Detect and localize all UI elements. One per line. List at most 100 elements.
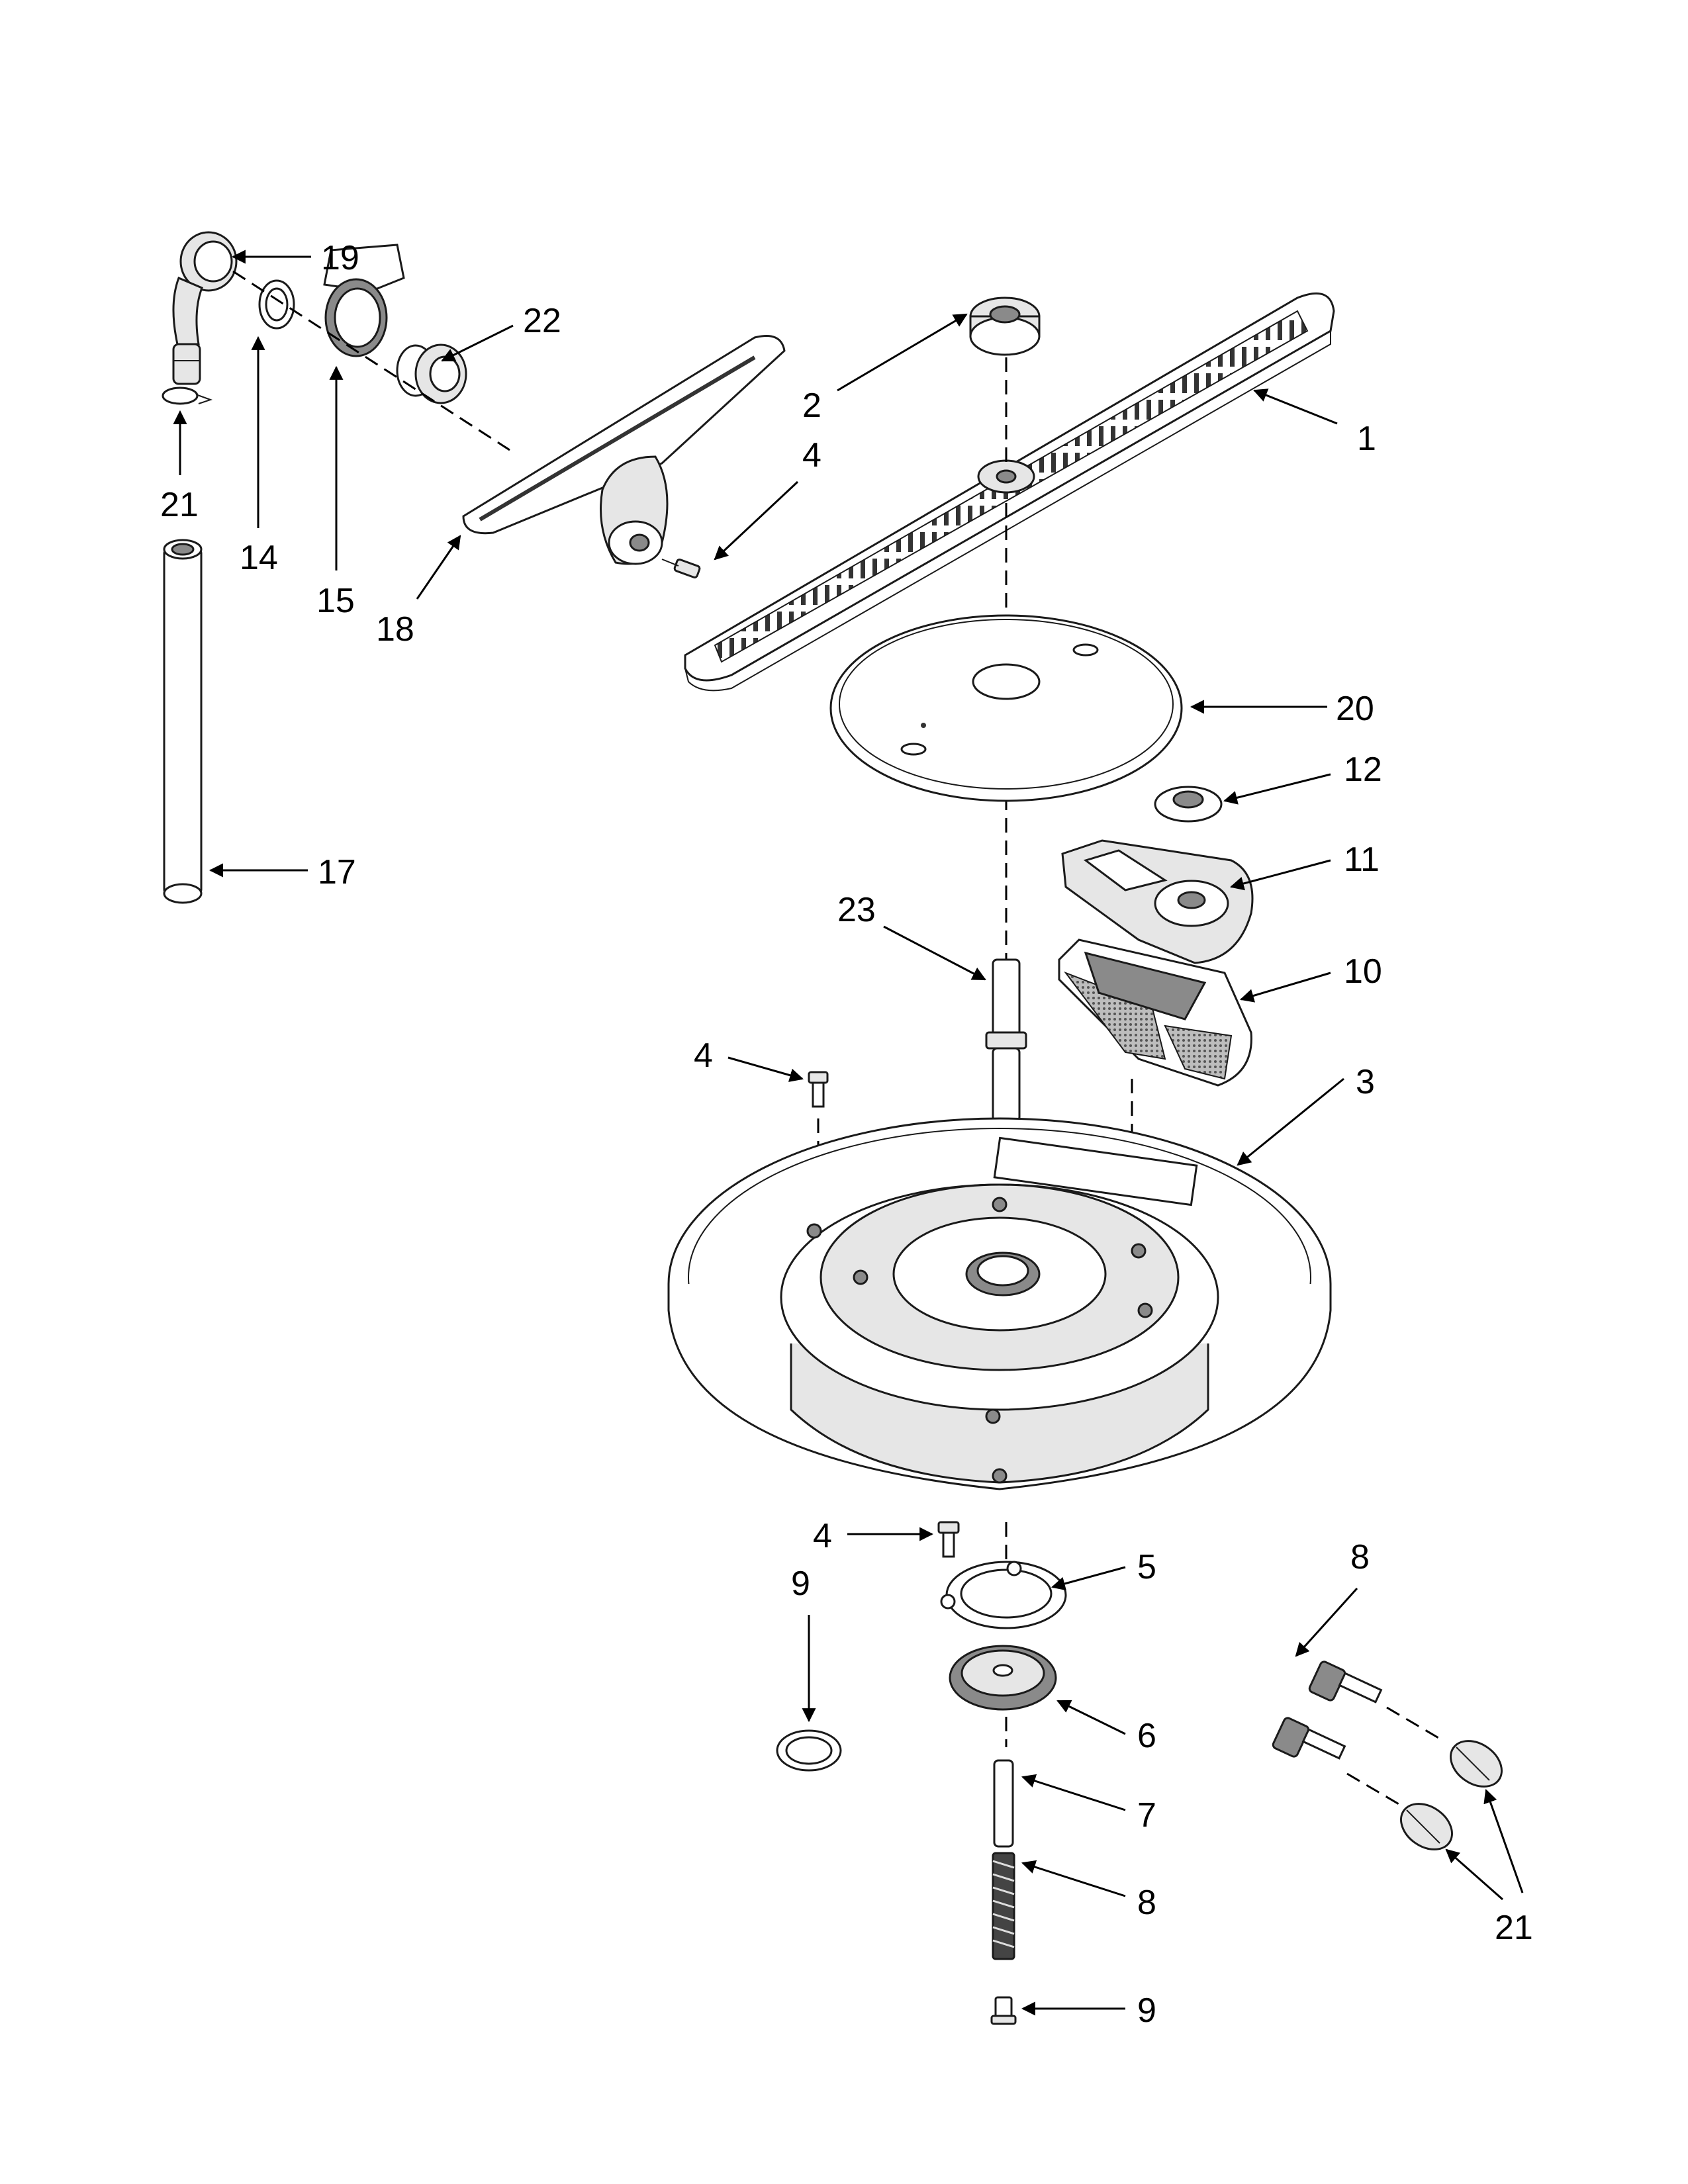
part-12-filter-basket xyxy=(1058,938,1252,1087)
svg-text:5: 5 xyxy=(1137,1548,1156,1586)
svg-text:15: 15 xyxy=(316,582,355,620)
svg-text:2: 2 xyxy=(802,387,821,425)
part-10-heating-element xyxy=(1142,1595,1383,1760)
callout-5: 5 xyxy=(1137,1548,1156,1586)
callout-15: 19 xyxy=(321,239,359,277)
assembly-axis-upper-left xyxy=(232,270,510,451)
part-22-disc xyxy=(829,614,1183,802)
svg-text:12: 12 xyxy=(1344,751,1382,789)
svg-text:14: 14 xyxy=(240,539,278,577)
callout-19: 17 xyxy=(318,853,356,891)
part-4-screw-lower xyxy=(937,1521,960,1558)
svg-text:4: 4 xyxy=(694,1036,713,1075)
callout-14: 12 xyxy=(1344,751,1382,789)
part-8-spring xyxy=(992,1852,1015,1960)
part-21-terminal-nut-upper xyxy=(1450,1740,1503,1788)
svg-text:21: 21 xyxy=(160,486,199,524)
callout-1: 1 xyxy=(1357,420,1376,458)
part-13-filter-cover xyxy=(1061,839,1254,964)
leader-18 xyxy=(441,324,514,362)
part-6-diaphragm xyxy=(949,1645,1057,1711)
callout-3: 3 xyxy=(1356,1063,1375,1101)
callout-12: 10 xyxy=(1344,952,1382,991)
part-18-hub xyxy=(396,343,467,404)
part-20-middle-spray-arm xyxy=(462,335,786,565)
part-11-o-ring xyxy=(776,1729,842,1772)
svg-text:9: 9 xyxy=(791,1565,810,1603)
callout-20: 18 xyxy=(376,610,414,649)
svg-text:20: 20 xyxy=(1336,690,1374,728)
callout-23: 21 xyxy=(160,486,199,524)
part-21-terminal-nut-lower xyxy=(1400,1803,1453,1850)
part-9-screw xyxy=(990,1996,1017,2025)
callout-16: 14 xyxy=(240,539,278,577)
part-4-screw-upper xyxy=(661,559,701,578)
svg-text:8: 8 xyxy=(1350,1538,1370,1576)
callout-4-middle: 4 xyxy=(694,1036,713,1075)
leader-3 xyxy=(1237,1077,1344,1166)
part-5-gasket-plate xyxy=(940,1561,1067,1629)
callout-10: 8 xyxy=(1350,1538,1370,1576)
leader-8 xyxy=(1021,1860,1126,1897)
callout-21: 21 xyxy=(1495,1909,1533,1947)
callout-22: 20 xyxy=(1336,690,1374,728)
part-1-lower-spray-arm xyxy=(684,292,1335,692)
part-24-central-tube xyxy=(985,958,1027,1122)
leader-4-upper xyxy=(714,480,799,561)
svg-text:10: 10 xyxy=(1344,952,1382,991)
part-15-elbow-connector xyxy=(172,231,238,385)
svg-text:4: 4 xyxy=(802,436,821,475)
callout-24: 23 xyxy=(837,891,876,929)
callout-2: 2 xyxy=(802,387,821,425)
leader-14 xyxy=(1223,773,1331,805)
svg-text:22: 22 xyxy=(523,302,561,340)
leader-21b xyxy=(1445,1848,1503,1901)
svg-text:23: 23 xyxy=(837,891,876,929)
part-16-o-ring xyxy=(258,279,295,330)
svg-text:1: 1 xyxy=(1357,420,1376,458)
callout-4-upper: 4 xyxy=(802,436,821,475)
svg-text:3: 3 xyxy=(1356,1063,1375,1101)
svg-text:8: 8 xyxy=(1137,1884,1156,1922)
svg-text:17: 17 xyxy=(318,853,356,891)
callout-13: 11 xyxy=(1344,841,1380,879)
leader-10 xyxy=(1295,1587,1358,1657)
svg-text:11: 11 xyxy=(1344,841,1380,879)
svg-text:9: 9 xyxy=(1137,1991,1156,2030)
leader-1 xyxy=(1253,388,1338,425)
part-3-sump-plate xyxy=(667,1117,1332,1490)
leader-24 xyxy=(883,925,986,981)
leader-12 xyxy=(1239,972,1331,1003)
assembly-axis-element-lower xyxy=(1346,1772,1404,1808)
leader-20 xyxy=(416,535,461,600)
leader-21a xyxy=(1483,1789,1524,1893)
callout-9: 9 xyxy=(1137,1991,1156,2030)
assembly-axis-element-upper xyxy=(1386,1706,1444,1742)
svg-text:18: 18 xyxy=(376,610,414,649)
callout-8: 8 xyxy=(1137,1884,1156,1922)
svg-text:4: 4 xyxy=(813,1517,832,1555)
part-2-hub-gear xyxy=(969,296,1041,356)
leader-7 xyxy=(1021,1774,1126,1811)
part-19-tube xyxy=(163,539,203,904)
part-7-pin xyxy=(993,1759,1014,1848)
callout-7: 7 xyxy=(1137,1796,1156,1835)
callout-11: 9 xyxy=(791,1565,810,1603)
svg-text:6: 6 xyxy=(1137,1717,1156,1755)
svg-text:21: 21 xyxy=(1495,1909,1533,1947)
callout-6: 6 xyxy=(1137,1717,1156,1755)
part-17-bracket-seal xyxy=(323,244,405,357)
svg-text:7: 7 xyxy=(1137,1796,1156,1835)
callout-4-lower: 4 xyxy=(813,1517,832,1555)
leader-13 xyxy=(1229,859,1331,891)
leader-6 xyxy=(1056,1700,1126,1735)
leader-2 xyxy=(837,313,968,392)
part-4-screw-middle xyxy=(808,1071,829,1108)
callout-17: 15 xyxy=(316,582,355,620)
leader-4-middle xyxy=(727,1056,804,1082)
part-23-clamp xyxy=(162,387,213,405)
callout-18: 22 xyxy=(523,302,561,340)
leader-5 xyxy=(1051,1566,1126,1591)
part-14-cap xyxy=(1154,786,1223,823)
